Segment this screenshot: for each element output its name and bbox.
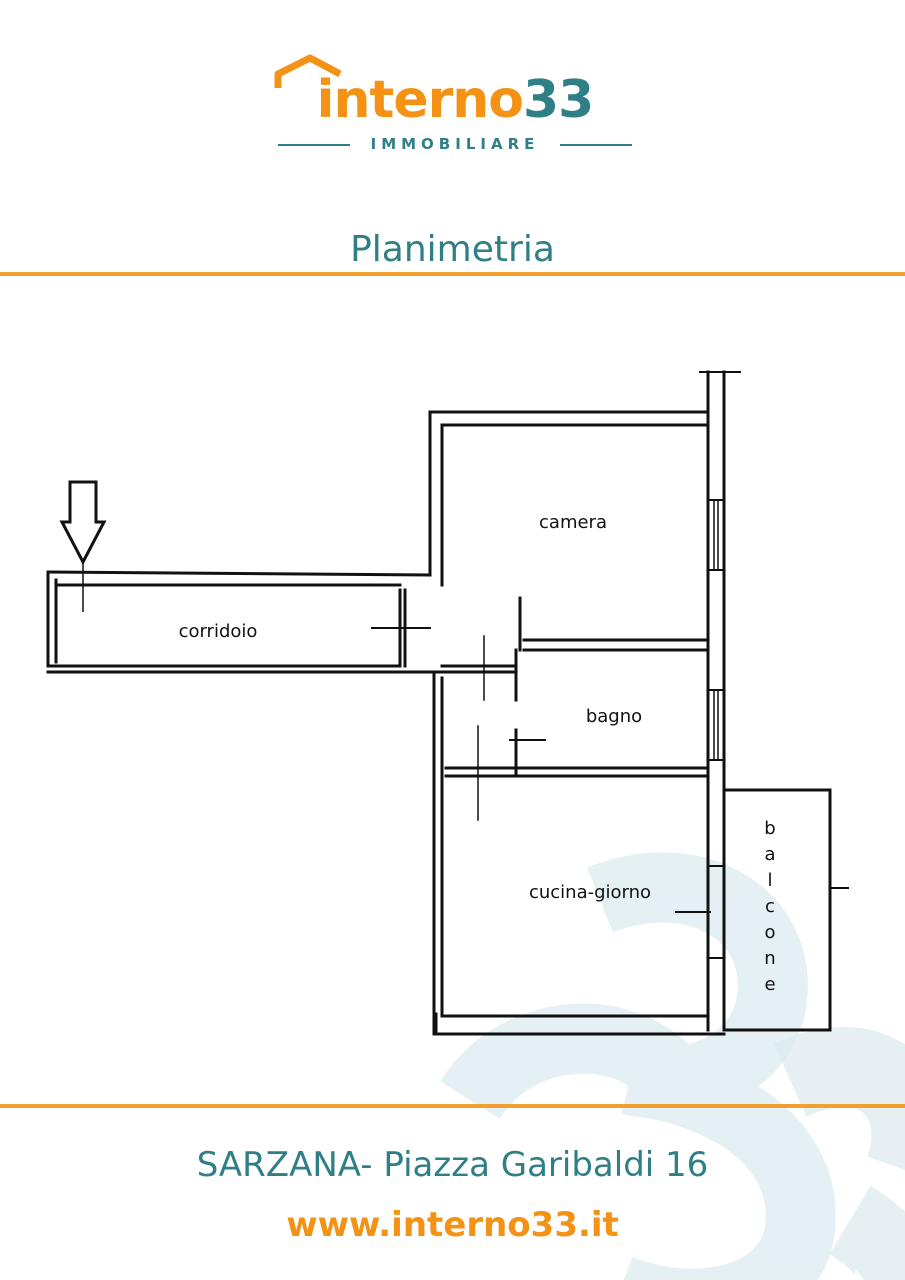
top-divider	[0, 272, 905, 276]
room-label-corridoio: corridoio	[179, 621, 258, 642]
svg-text:l: l	[767, 870, 772, 891]
arrow-down-icon	[59, 480, 107, 612]
cucina-wall	[432, 670, 726, 1036]
floor-plan: camera corridoio bagno cucina-giorno b a…	[46, 370, 849, 1036]
corridor-wall-outer	[46, 570, 402, 668]
page-title: Planimetria	[350, 229, 555, 270]
corridor-wall-top	[46, 570, 432, 577]
svg-text:c: c	[765, 896, 775, 917]
svg-text:b: b	[764, 818, 775, 839]
logo-wordmark: interno33	[316, 70, 595, 130]
logo-rule-left	[278, 144, 350, 146]
svg-text:o: o	[764, 922, 775, 943]
room-label-camera: camera	[539, 512, 607, 533]
logo-rule-right	[560, 144, 632, 146]
website-link[interactable]: www.interno33.it	[286, 1205, 619, 1245]
camera-wall	[428, 410, 710, 577]
balcone-wall	[722, 788, 832, 1032]
room-label-cucina: cucina-giorno	[529, 882, 651, 903]
house-roof-icon	[274, 54, 342, 88]
logo-subtitle: IMMOBILIARE	[370, 135, 540, 153]
room-label-bagno: bagno	[586, 706, 642, 727]
svg-text:a: a	[764, 844, 775, 865]
room-label-balcone: b a l c o n e	[764, 818, 775, 995]
company-logo: interno33 IMMOBILIARE	[270, 52, 640, 157]
svg-text:e: e	[764, 974, 775, 995]
property-address: SARZANA- Piazza Garibaldi 16	[196, 1145, 709, 1185]
svg-text:n: n	[764, 948, 775, 969]
bottom-divider	[0, 1104, 905, 1108]
